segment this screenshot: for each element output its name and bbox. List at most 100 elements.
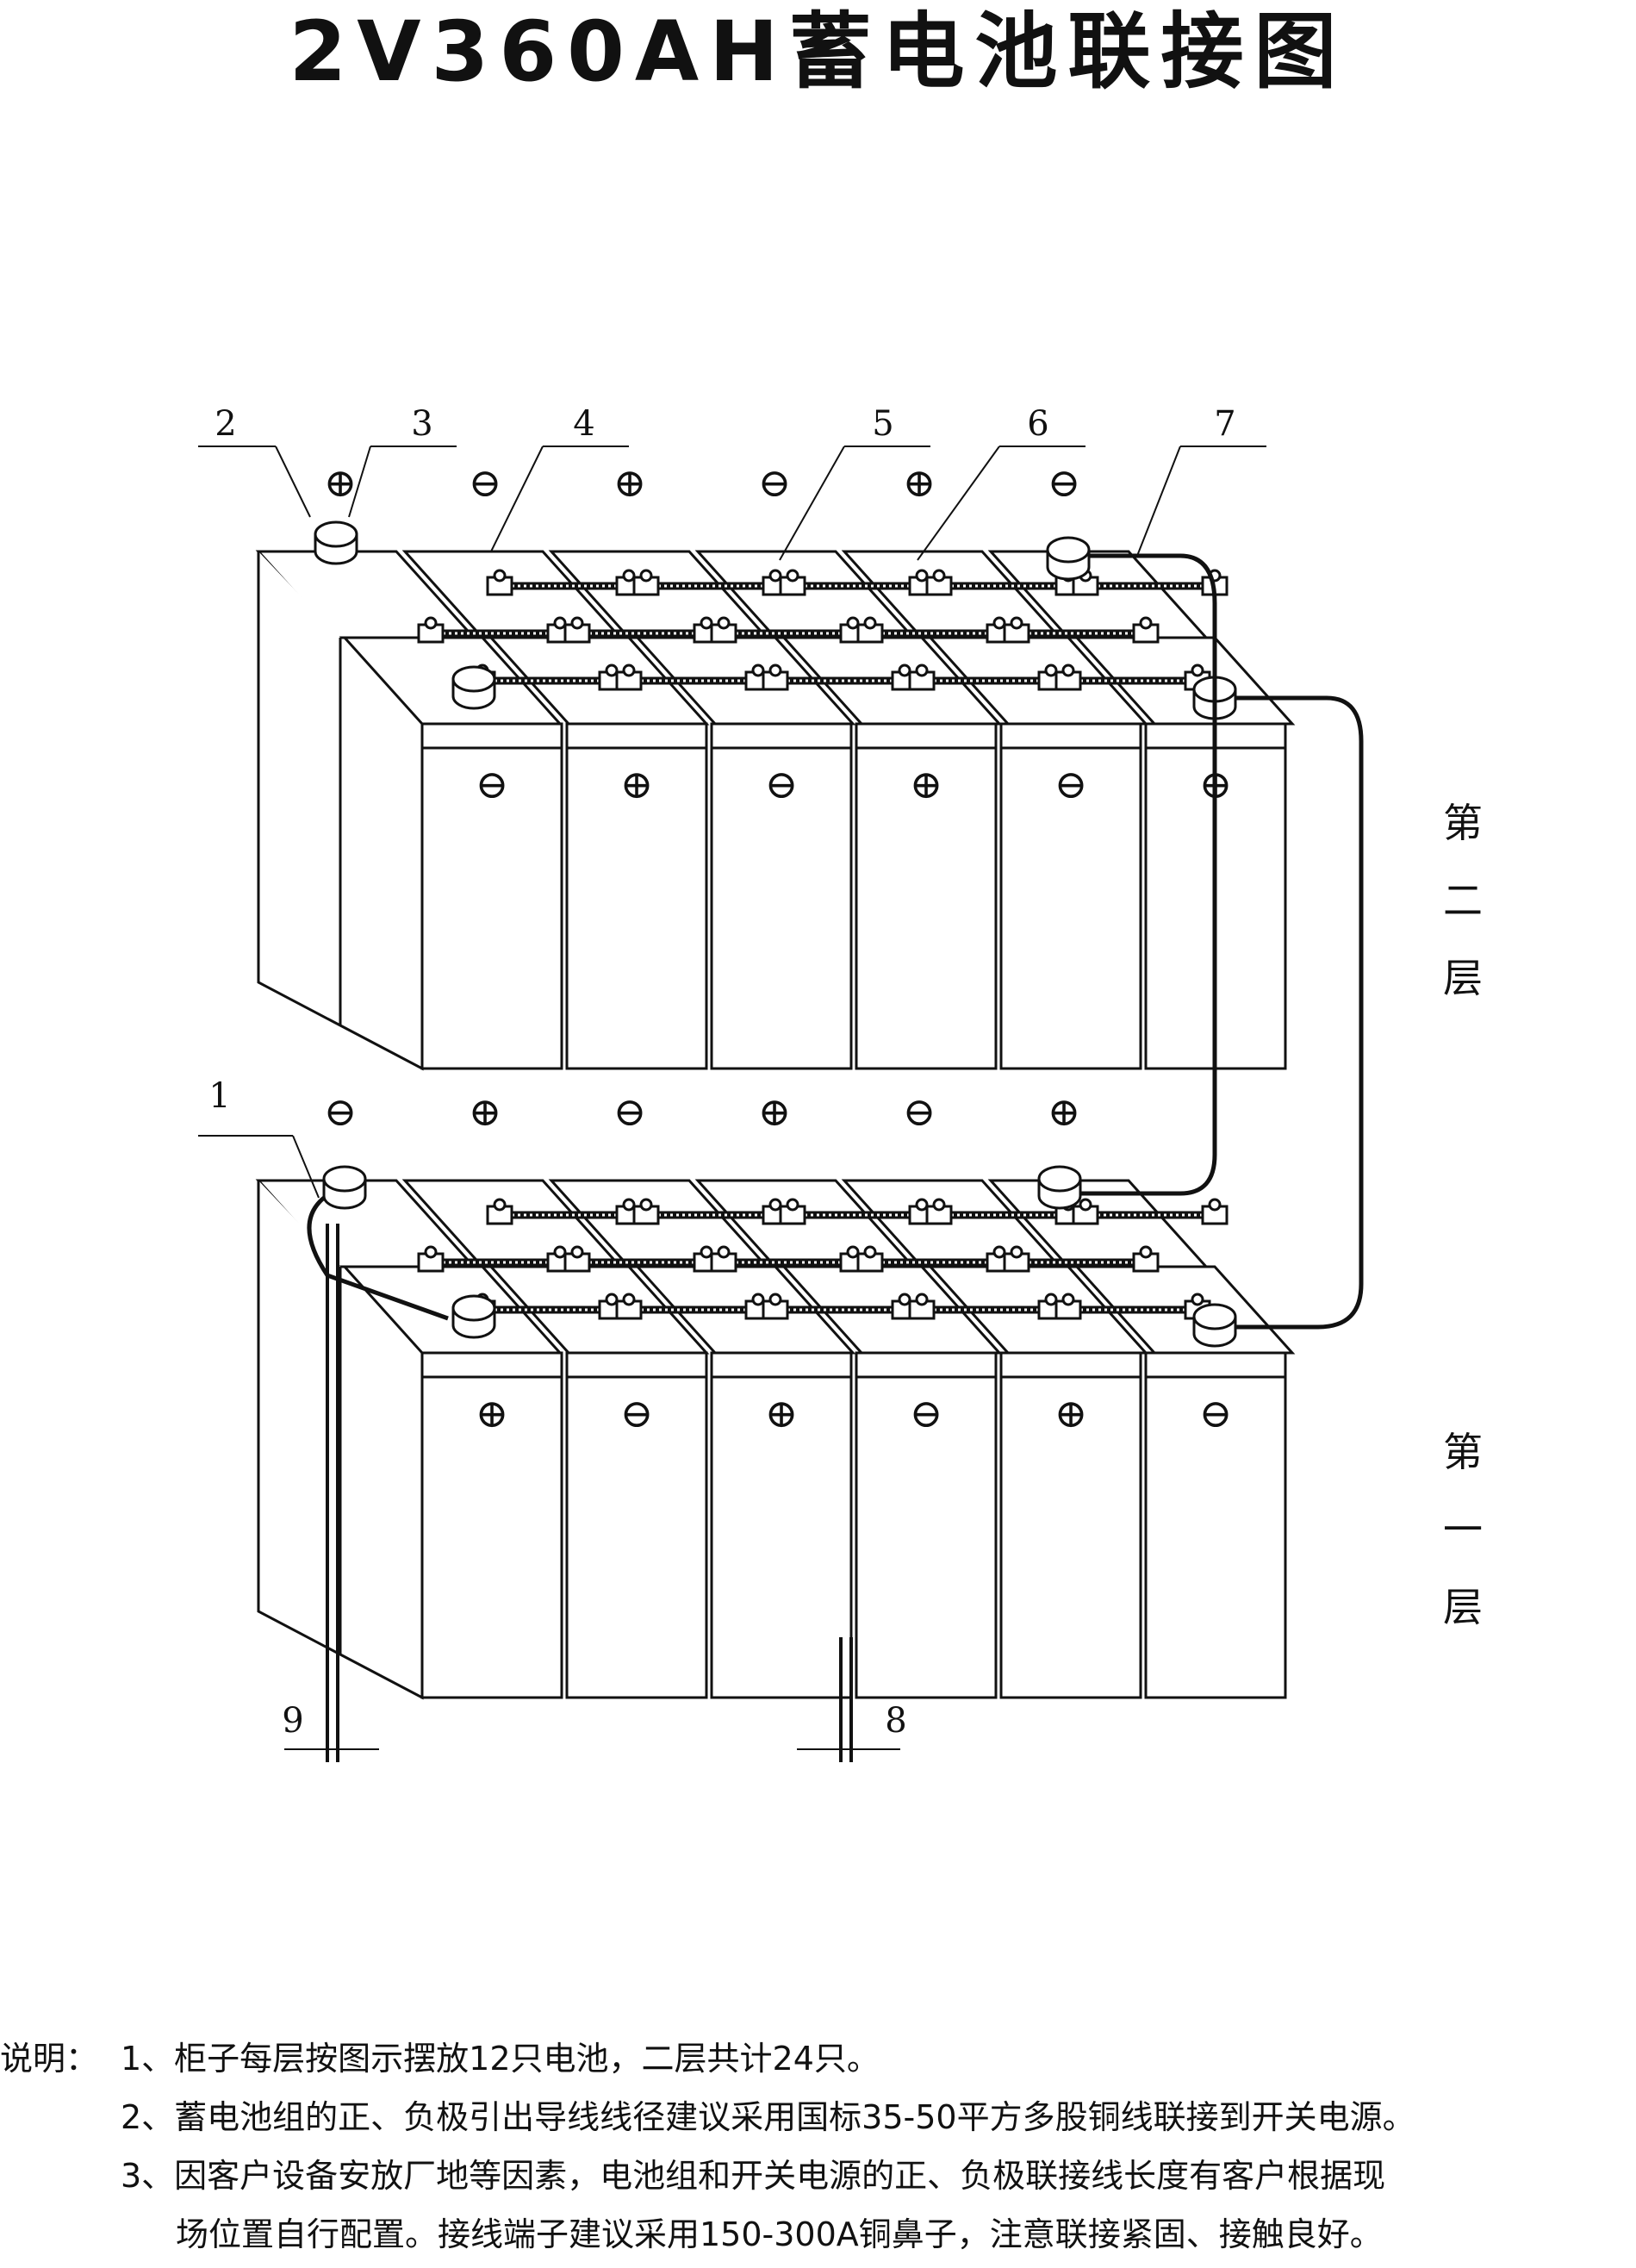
- strap-bolt: [700, 1245, 713, 1259]
- strap-bolt: [553, 1245, 567, 1259]
- strap-bolt: [639, 1198, 653, 1212]
- cap-top: [314, 520, 358, 548]
- lower-corner-terminal-cap: [451, 1294, 496, 1339]
- callout-number: 1: [208, 1076, 230, 1116]
- strap-bolt: [768, 1198, 782, 1212]
- strap-bolt: [622, 664, 636, 677]
- strap-bolt: [786, 569, 799, 583]
- strap-bolt: [992, 1245, 1006, 1259]
- strap-bolt: [992, 616, 1006, 630]
- callout-leader: [348, 446, 371, 518]
- lower-cell-front: [710, 1351, 853, 1699]
- callout-number: 4: [573, 404, 594, 444]
- upper-cell-front: [999, 722, 1142, 1070]
- upper-top-terminal-symbol: ⊕: [903, 459, 936, 506]
- lower-front-end-terminal-cap: [1192, 1303, 1237, 1348]
- upper-strap: [856, 616, 1013, 644]
- strap-bolt: [846, 1245, 860, 1259]
- callout-number: 8: [885, 1701, 906, 1741]
- upper-front-terminal-symbol: ⊖: [476, 761, 509, 807]
- strap-bolt: [863, 1245, 877, 1259]
- callout-number: 3: [411, 404, 432, 444]
- callout-leader: [1136, 446, 1181, 557]
- inter-layer-cable: [1235, 695, 1364, 1330]
- callout-9: 9: [282, 1701, 379, 1750]
- strap-bolt: [1044, 1293, 1058, 1306]
- lower-front-terminal-symbol: ⊖: [620, 1390, 654, 1436]
- lower-strap: [1072, 1198, 1229, 1225]
- cap-top: [451, 1294, 496, 1322]
- upper-strap: [762, 664, 918, 691]
- lower-layer-label: 第 一 层: [1437, 1413, 1489, 1646]
- cap-top: [1037, 1165, 1082, 1193]
- callout-leader: [490, 446, 544, 552]
- callout-5: 5: [779, 404, 930, 561]
- strap-bolt: [605, 1293, 619, 1306]
- strap-bolt: [898, 1293, 911, 1306]
- lower-front-terminal-symbol: ⊕: [476, 1390, 509, 1436]
- lower-layer-label-char: 一: [1443, 1506, 1483, 1553]
- note-item: 2、蓄电池组的正、负极引出导线线径建议采用国标35-50平方多股铜线联接到开关电…: [121, 2098, 1415, 2136]
- strap-bolt: [639, 569, 653, 583]
- upper-top-terminal-symbol: ⊖: [469, 459, 502, 506]
- page-title: 2V360AH蓄电池联接图: [289, 3, 1347, 100]
- note-item: 1、柜子每层按图示摆放12只电池，二层共计24只。: [121, 2040, 880, 2078]
- lower-top-terminal-symbol: ⊕: [758, 1088, 792, 1135]
- lower-top-terminal-symbol: ⊖: [324, 1088, 358, 1135]
- strap-bolt: [1010, 616, 1023, 630]
- strap-bolt: [717, 616, 731, 630]
- strap-bolt: [768, 664, 782, 677]
- strap-bolt: [493, 1198, 507, 1212]
- upper-cell-front: [565, 722, 708, 1070]
- callout-number: 2: [215, 404, 236, 444]
- upper-layer-label-char: 层: [1443, 955, 1483, 1001]
- callout-1: 1: [198, 1076, 320, 1199]
- callout-number: 7: [1214, 404, 1235, 444]
- callout-leader: [292, 1135, 320, 1199]
- strap-bolt: [1010, 1245, 1023, 1259]
- cap-top: [1192, 1303, 1237, 1330]
- lower-cell-front: [420, 1351, 563, 1699]
- lower-cell-front: [565, 1351, 708, 1699]
- lower-end-terminal-cap: [1037, 1165, 1082, 1210]
- callout-leader: [779, 446, 845, 561]
- note-row: 说明：1、柜子每层按图示摆放12只电池，二层共计24只。: [0, 2029, 1636, 2088]
- strap-bolt: [915, 1198, 929, 1212]
- upper-end-terminal-cap: [1046, 536, 1091, 581]
- strap-bolt: [915, 664, 929, 677]
- callout-6: 6: [917, 404, 1085, 561]
- upper-cell-front: [420, 722, 563, 1070]
- callout-leader: [917, 446, 1000, 561]
- strap-bolt: [915, 569, 929, 583]
- inter-layer-cable: [1080, 553, 1217, 1196]
- strap-bolt: [622, 1198, 636, 1212]
- upper-front-terminal-symbol: ⊖: [1054, 761, 1088, 807]
- note-row: 3、因客户设备安放厂地等因素，电池组和开关电源的正、负极联接线长度有客户根据现: [0, 2146, 1636, 2205]
- strap-bolt: [424, 616, 438, 630]
- strap-bolt: [932, 1198, 946, 1212]
- lower-strap: [908, 1293, 1065, 1320]
- upper-layer-label: 第 二 层: [1437, 784, 1489, 1017]
- upper-front-terminal-symbol: ⊕: [910, 761, 943, 807]
- upper-top-terminal-symbol: ⊕: [613, 459, 647, 506]
- upper-cell-front: [855, 722, 998, 1070]
- lower-front-terminal-symbol: ⊕: [1054, 1390, 1088, 1436]
- upper-layer-label-char: 第: [1443, 800, 1483, 846]
- strap-bolt: [1044, 664, 1058, 677]
- strap-bolt: [1061, 1293, 1075, 1306]
- upper-output-terminal-cap: [314, 520, 358, 565]
- cap-top: [451, 665, 496, 693]
- strap-bolt: [898, 664, 911, 677]
- lower-front-terminal-symbol: ⊖: [1199, 1390, 1233, 1436]
- upper-layer-label-char: 二: [1443, 877, 1483, 924]
- strap-bolt: [1191, 1293, 1204, 1306]
- strap-bolt: [786, 1198, 799, 1212]
- cap-top: [322, 1165, 367, 1193]
- callout-leader: [275, 446, 311, 518]
- strap-bolt: [605, 664, 619, 677]
- note-item: 3、因客户设备安放厂地等因素，电池组和开关电源的正、负极联接线长度有客户根据现: [121, 2157, 1386, 2195]
- strap-bolt: [863, 616, 877, 630]
- lower-cell-front: [1144, 1351, 1287, 1699]
- callout-2: 2: [198, 404, 311, 518]
